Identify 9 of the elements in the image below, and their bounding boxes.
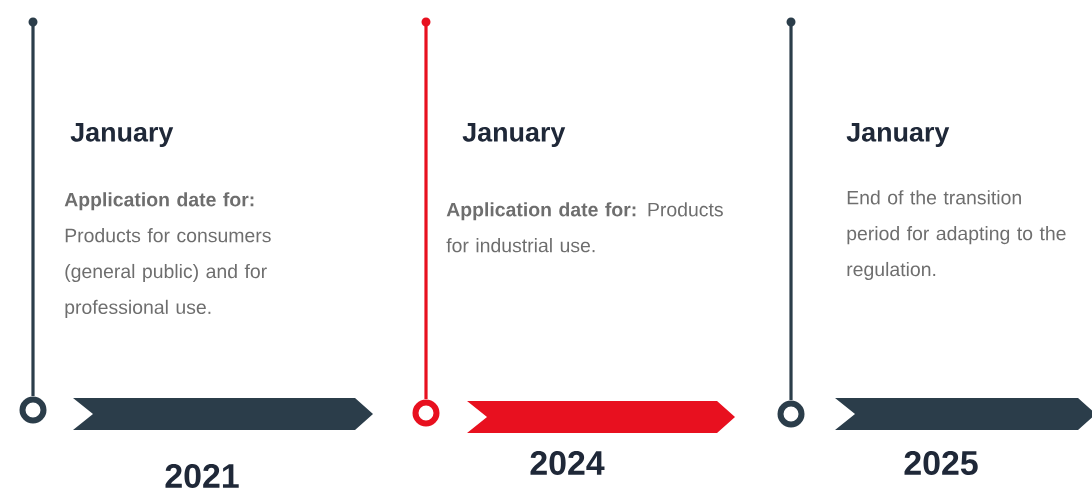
year-label: 2025 [904,451,978,475]
description-text: Application date for: Products for consumers (general public) and for professional use. [64,192,271,318]
month-heading: January [462,122,566,148]
year-label: 2024 [530,451,605,475]
month-heading: January [846,122,950,148]
month-heading: January [70,122,174,148]
description-text: End of the transition period for adapting to the regulation. [847,190,1066,281]
year-label: 2021 [165,464,239,488]
description-text: Application date for: Products for industrial use. [446,202,723,253]
